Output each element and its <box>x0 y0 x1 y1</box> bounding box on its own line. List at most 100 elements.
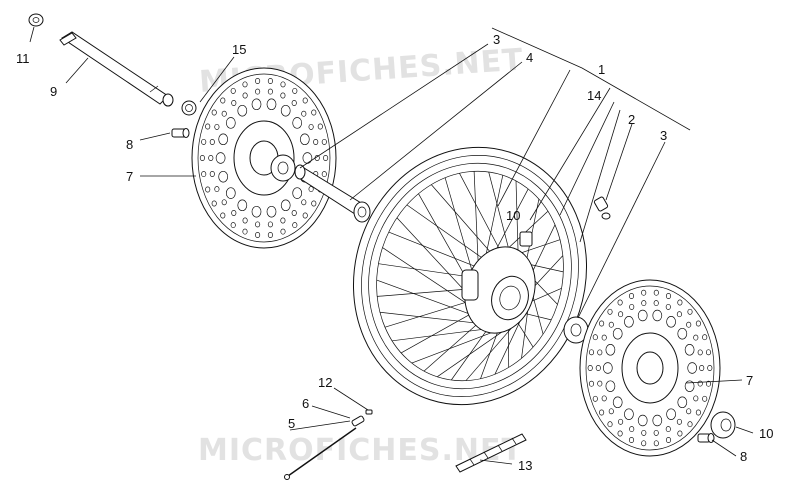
wheel-spoke <box>473 171 479 264</box>
disc-hole <box>697 349 703 356</box>
spacer-tube-part-4 <box>294 164 371 223</box>
wheel-spoke <box>400 311 476 354</box>
disc-hole <box>587 365 593 371</box>
wheel-spoke <box>377 288 471 297</box>
disc-hole <box>601 395 607 402</box>
disc-hole <box>665 437 672 443</box>
disc-hole <box>280 104 291 117</box>
wheel-spoke <box>459 173 502 253</box>
wheel-spoke <box>378 263 472 278</box>
callout-3-right: 3 <box>660 128 667 143</box>
disc-hole <box>266 98 277 111</box>
disc-hole <box>231 210 237 216</box>
wheel-spoke <box>431 184 492 254</box>
callout-7-left: 7 <box>126 169 133 184</box>
clip-part-12 <box>365 409 373 415</box>
disc-hole <box>612 327 623 340</box>
disc-hole <box>595 365 601 371</box>
disc-hole <box>308 186 314 193</box>
disc-hole <box>308 123 314 130</box>
disc-hole <box>684 380 695 392</box>
axle-part-9 <box>59 31 174 107</box>
disc-hole <box>280 217 286 224</box>
disc-hole <box>225 187 236 199</box>
disc-hole <box>612 396 623 409</box>
callout-15: 15 <box>232 42 246 57</box>
wheel-spoke <box>392 327 497 342</box>
disc-hole <box>693 395 699 402</box>
callout-14: 14 <box>587 88 601 103</box>
brake-disc-part-7-right <box>579 279 721 457</box>
disc-hole <box>707 365 713 371</box>
disc-hole <box>267 88 273 95</box>
disc-hole <box>677 299 683 306</box>
disc-hole <box>665 293 672 299</box>
disc-hole <box>201 171 207 178</box>
disc-hole <box>618 418 624 425</box>
wheel-spoke <box>423 319 482 372</box>
disc-hole <box>597 349 603 356</box>
callout-8-right: 8 <box>740 449 747 464</box>
wheel-spoke <box>379 311 488 325</box>
disc-hole <box>321 171 327 178</box>
disc-hole <box>221 199 227 206</box>
callout-10-hub: 10 <box>506 208 520 223</box>
disc-hole <box>641 289 647 296</box>
disc-hole <box>637 414 648 427</box>
valve-part-2 <box>593 196 611 220</box>
disc-hole <box>225 117 236 129</box>
disc-hole <box>597 380 603 387</box>
spacer-part-10-right <box>710 411 736 439</box>
disc-hole <box>684 344 695 356</box>
disc-hole <box>624 316 634 328</box>
disc-hole <box>653 289 659 296</box>
disc-hole <box>592 395 598 402</box>
disc-hole <box>687 421 693 428</box>
disc-hole <box>607 421 613 428</box>
disc-hole <box>231 100 237 106</box>
wheel-spoke <box>485 175 504 257</box>
disc-hole <box>242 217 248 224</box>
disc-hole <box>230 87 236 94</box>
disc-hole <box>601 334 607 341</box>
disc-hole <box>705 349 712 356</box>
disc-hole <box>624 408 634 420</box>
disc-hole <box>280 199 291 212</box>
left-bearing-part-3 <box>270 154 296 182</box>
disc-hole <box>699 365 705 371</box>
callout-1: 1 <box>598 62 605 77</box>
callout-2: 2 <box>628 112 635 127</box>
callout-10-right: 10 <box>759 426 773 441</box>
disc-hole <box>301 199 307 206</box>
disc-hole <box>599 409 605 416</box>
wheel-spoke <box>528 287 562 304</box>
disc-hole <box>311 109 317 116</box>
callout-11: 11 <box>16 51 30 66</box>
disc-hole <box>629 303 635 310</box>
disc-hole <box>302 212 308 219</box>
disc-hole <box>214 186 220 193</box>
disc-hole <box>588 349 595 356</box>
disc-hole <box>617 430 623 437</box>
disc-hole <box>677 396 688 409</box>
wheel-spoke <box>406 204 484 259</box>
disc-hole <box>677 430 683 437</box>
disc-hole <box>599 320 605 327</box>
callout-9: 9 <box>50 84 57 99</box>
disc-hole <box>199 155 205 161</box>
disc-hole <box>676 311 682 318</box>
disc-hole <box>608 321 614 328</box>
disc-hole <box>628 293 635 299</box>
disc-hole <box>652 309 663 322</box>
wheel-spoke <box>382 247 474 309</box>
callout-4: 4 <box>526 50 533 65</box>
wheel-spoke <box>411 326 506 364</box>
disc-hole <box>255 88 261 95</box>
wheel-spoke <box>388 231 477 268</box>
disc-hole <box>215 152 226 164</box>
disc-hole <box>653 429 659 436</box>
callout-3-left: 3 <box>493 32 500 47</box>
disc-hole <box>652 414 663 427</box>
disc-hole <box>267 78 273 84</box>
callout-labels: 11 9 15 8 7 3 4 1 14 2 3 10 7 10 8 12 6 … <box>16 32 773 473</box>
